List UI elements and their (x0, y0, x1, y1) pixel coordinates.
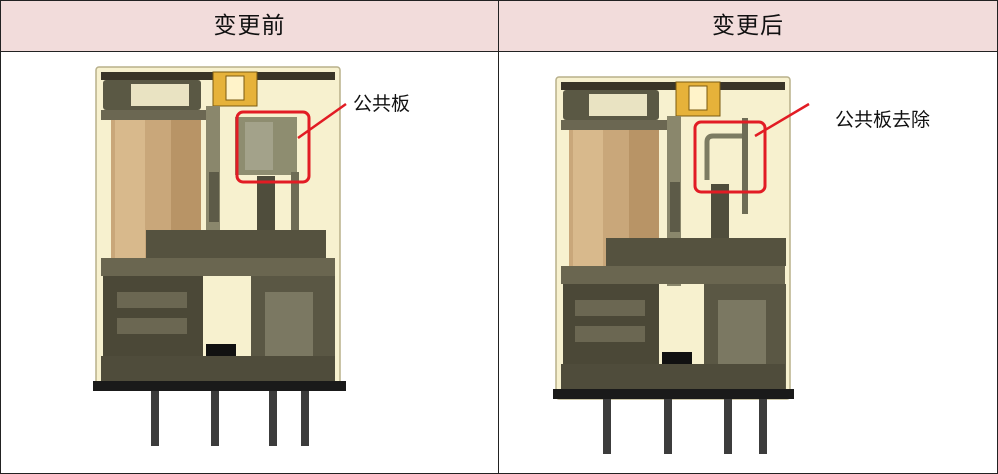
callout-common-plate: 公共板 (353, 93, 411, 115)
highlight-box-before (235, 110, 311, 184)
header-cell-before: 变更前 (1, 1, 499, 52)
highlight-box-after (693, 120, 767, 194)
relay-before-illustration (93, 66, 347, 446)
image-cell-before: 公共板 (1, 52, 499, 473)
callout-common-plate-removed: 公共板去除 (835, 109, 931, 131)
callout-line-after (754, 102, 810, 138)
callout-line-before (297, 102, 347, 140)
header-before-label: 变更前 (213, 13, 286, 39)
image-cell-after: 公共板去除 (499, 52, 997, 473)
header-cell-after: 变更后 (499, 1, 997, 52)
header-after-label: 变更后 (712, 13, 784, 39)
relay-after-illustration (553, 76, 810, 454)
